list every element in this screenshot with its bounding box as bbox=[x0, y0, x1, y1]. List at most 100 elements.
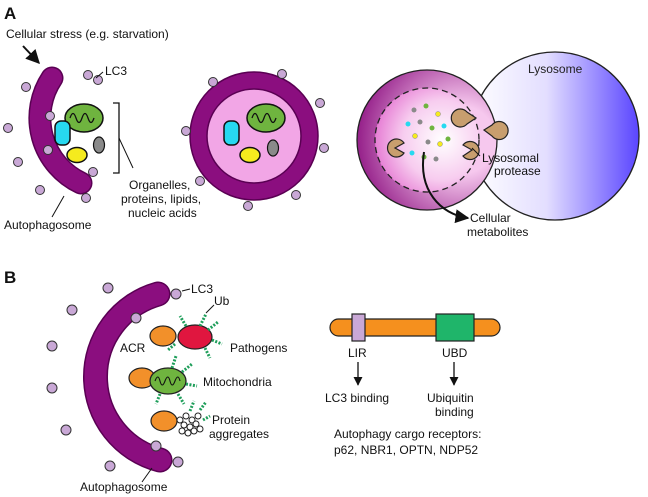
protease-icon bbox=[386, 138, 405, 158]
lc3-dot bbox=[93, 75, 103, 85]
pathogen-icon bbox=[177, 324, 213, 350]
er-fragment bbox=[54, 120, 71, 146]
cargo-label-3: nucleic acids bbox=[128, 206, 197, 220]
ubiquitin-chains bbox=[154, 355, 198, 405]
lc3-dot bbox=[46, 340, 58, 352]
mitochondria-group bbox=[149, 355, 198, 405]
lc3-dot bbox=[130, 312, 142, 324]
lc3-dot bbox=[45, 111, 55, 121]
lc3-dot bbox=[195, 176, 205, 186]
ubd-domain bbox=[435, 313, 475, 342]
phagophore bbox=[3, 66, 103, 203]
ubiquitin-binding-label-1: Ubiquitin bbox=[427, 391, 474, 405]
lc3-dot bbox=[3, 123, 13, 133]
lc3-dot bbox=[43, 145, 53, 155]
receptors-list: p62, NBR1, OPTN, NDP52 bbox=[334, 443, 478, 457]
protease-label-2: protease bbox=[494, 164, 541, 178]
autophagosome-label-b: Autophagosome bbox=[80, 480, 168, 494]
acr-receptor bbox=[149, 325, 177, 347]
cargo-label-2: proteins, lipids, bbox=[121, 192, 201, 206]
lc3-dot bbox=[21, 82, 31, 92]
lc3-dot bbox=[172, 456, 184, 468]
metabolite-dot bbox=[435, 111, 441, 117]
pathogens-label: Pathogens bbox=[230, 341, 287, 355]
lc3-dot bbox=[150, 440, 162, 452]
lc3-dot bbox=[243, 201, 253, 211]
lc3-binding-label: LC3 binding bbox=[325, 391, 389, 405]
cargo-group bbox=[54, 103, 106, 164]
lc3-dot bbox=[81, 193, 91, 203]
ubiquitin-binding-label-2: binding bbox=[435, 405, 474, 419]
lc3-dot bbox=[315, 98, 325, 108]
cargo-bracket bbox=[113, 102, 120, 174]
protein-aggregate-icon bbox=[176, 412, 204, 437]
lir-label: LIR bbox=[348, 346, 367, 360]
metabolite-dot bbox=[433, 156, 439, 162]
er-fragment bbox=[223, 120, 240, 146]
metabolite-dot bbox=[441, 123, 447, 129]
vesicle bbox=[66, 146, 88, 164]
autophagosome-lumen bbox=[206, 88, 302, 184]
panel-a-letter: A bbox=[4, 4, 16, 23]
metabolite-dot bbox=[429, 125, 435, 131]
stress-arrow bbox=[22, 45, 40, 65]
phagophore-b-membrane bbox=[84, 283, 171, 471]
lc3-dot bbox=[88, 167, 98, 177]
protease-icon bbox=[462, 140, 480, 161]
ubiquitin-chains bbox=[167, 313, 223, 359]
protein-aggregates-group bbox=[176, 400, 211, 437]
lc3-dot bbox=[35, 185, 45, 195]
metabolite-dot bbox=[417, 119, 423, 125]
cellular-stress-label: Cellular stress (e.g. starvation) bbox=[6, 27, 169, 41]
autophagosome-closed bbox=[181, 69, 329, 211]
lc3-dot bbox=[181, 126, 191, 136]
protease-icon bbox=[482, 120, 509, 141]
pathogen-group bbox=[167, 313, 223, 359]
lc3-dot bbox=[60, 424, 72, 436]
metabolite-dot bbox=[445, 136, 451, 142]
acr-receptor bbox=[150, 410, 178, 432]
metabolite-dot bbox=[425, 139, 431, 145]
metabolite-dot bbox=[405, 121, 411, 127]
metabolite-dot bbox=[423, 103, 429, 109]
lc3-dot bbox=[208, 77, 218, 87]
lc3-label-a: LC3 bbox=[105, 64, 127, 78]
ubiquitin-chains bbox=[188, 400, 211, 422]
protein-aggregates-label-2: aggregates bbox=[209, 427, 269, 441]
metabolites-label-2: metabolites bbox=[467, 225, 528, 239]
acr-label: ACR bbox=[120, 341, 146, 355]
phagophore-membrane bbox=[29, 68, 91, 193]
lc3-dot bbox=[170, 288, 182, 300]
metabolites-arrow bbox=[422, 151, 470, 224]
cargo-receptor-schematic bbox=[329, 313, 501, 342]
phagophore-b bbox=[46, 281, 184, 473]
lc3-dot bbox=[13, 157, 23, 167]
metabolites-label-1: Cellular bbox=[470, 211, 511, 225]
metabolite-dot bbox=[409, 150, 415, 156]
protein-cargo bbox=[92, 136, 106, 154]
vesicle bbox=[239, 146, 261, 164]
mitochondrion bbox=[149, 367, 187, 395]
lc3-label-b: LC3 bbox=[191, 282, 213, 296]
lc3-dot bbox=[83, 70, 93, 80]
autophagosome-label-a: Autophagosome bbox=[4, 218, 92, 232]
ubd-label: UBD bbox=[442, 346, 468, 360]
protein-aggregates-label-1: Protein bbox=[212, 413, 250, 427]
mitochondria-label: Mitochondria bbox=[203, 375, 272, 389]
receptors-title: Autophagy cargo receptors: bbox=[334, 427, 481, 441]
metabolite-dot bbox=[411, 107, 417, 113]
lysosome-label: Lysosome bbox=[528, 62, 583, 76]
protease-label-1: Lysosomal bbox=[482, 151, 539, 165]
ub-label: Ub bbox=[214, 294, 230, 308]
mitochondrion bbox=[64, 103, 104, 133]
lc3-dot bbox=[319, 143, 329, 153]
cargo-label-1: Organelles, bbox=[129, 178, 190, 192]
lir-domain bbox=[351, 313, 366, 342]
protein-cargo bbox=[266, 139, 280, 157]
metabolite-dot bbox=[437, 141, 443, 147]
metabolite-dot bbox=[412, 133, 418, 139]
lc3-dot bbox=[102, 282, 114, 294]
lc3-dot bbox=[66, 304, 78, 316]
lc3-dot bbox=[104, 460, 116, 472]
